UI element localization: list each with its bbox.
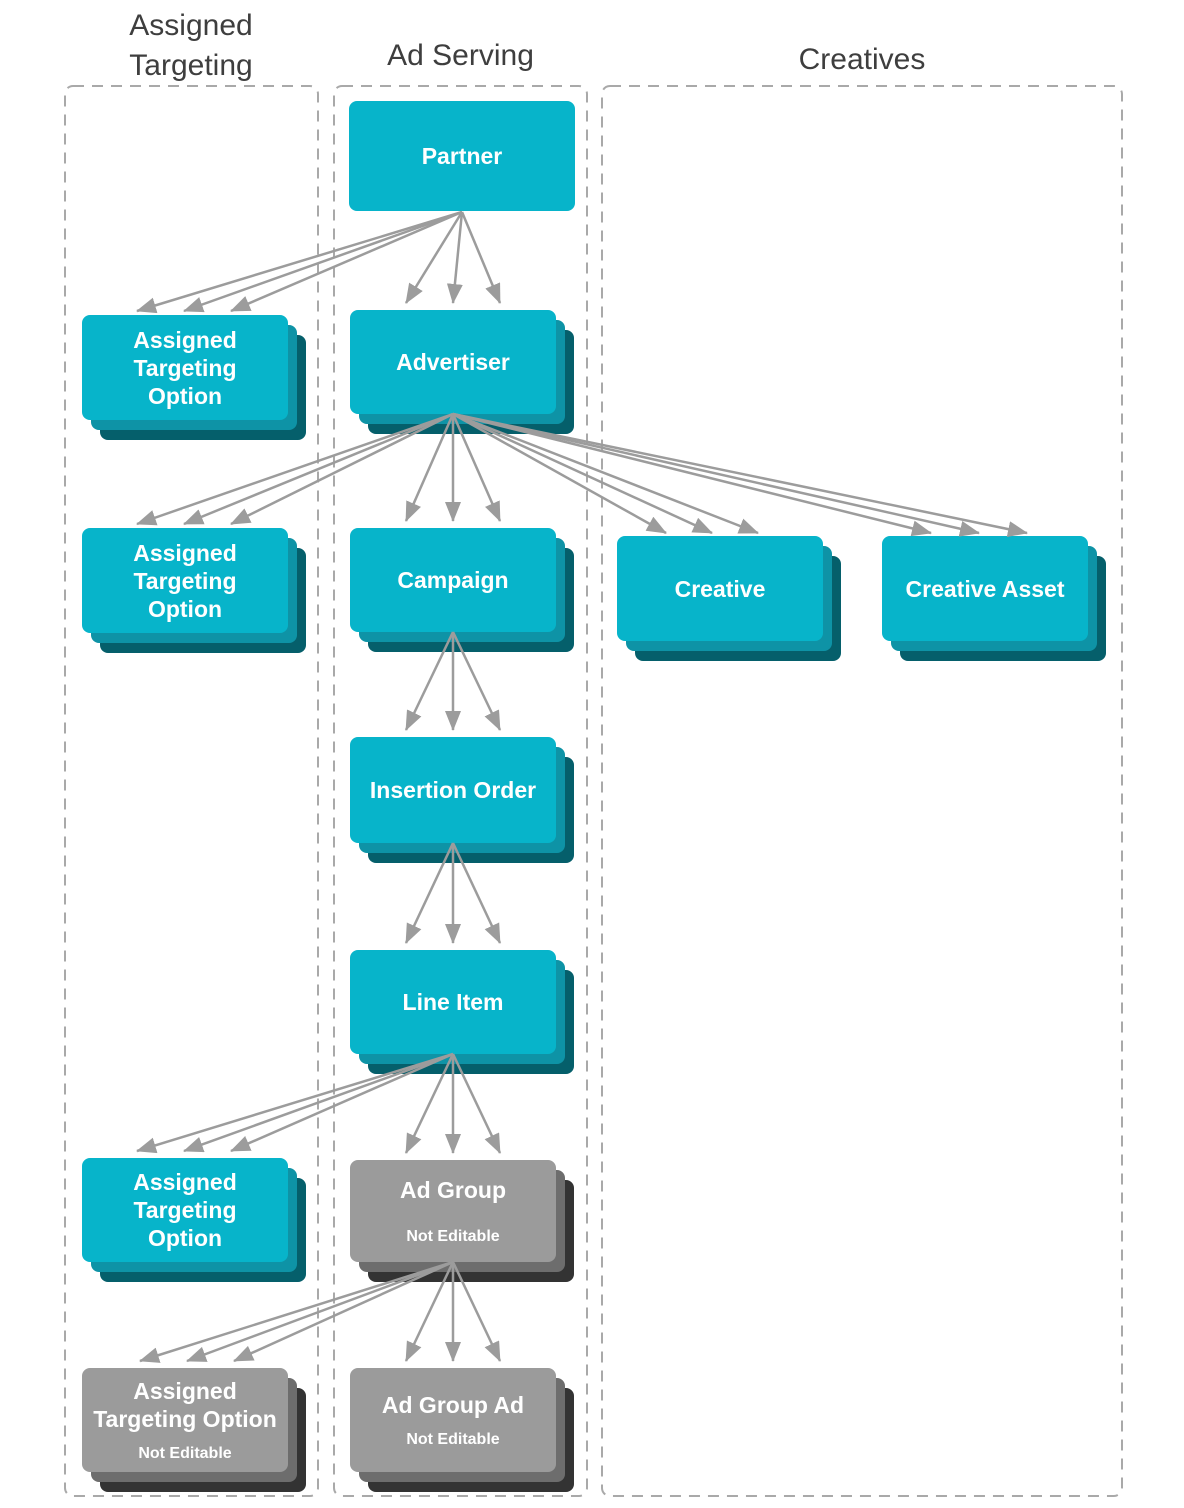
node-ad-group-ad: Ad Group Ad Not Editable [350, 1368, 574, 1492]
node-label: Insertion Order [369, 777, 537, 803]
column-heading-ad-serving: Ad Serving [387, 39, 534, 72]
node-creative-asset: Creative Asset [882, 536, 1106, 661]
node-ad-group: Ad Group Not Editable [350, 1160, 574, 1282]
node-face: Advertiser [350, 310, 556, 414]
node-label: Assigned Targeting Option [133, 1169, 237, 1251]
node-label: Advertiser [396, 349, 510, 375]
node-face: Insertion Order [350, 737, 556, 843]
node-creative: Creative [617, 536, 841, 661]
node-face: Creative Asset [882, 536, 1088, 641]
node-campaign: Campaign [350, 528, 574, 652]
node-label: Line Item [402, 989, 504, 1015]
node-partner: Partner [349, 101, 575, 211]
column-border-creatives [601, 85, 1123, 1497]
node-label: Creative Asset [905, 575, 1065, 602]
node-label: Assigned Targeting Option [133, 326, 237, 409]
node-assigned-targeting-option-1: Assigned Targeting Option [82, 315, 306, 440]
column-heading-creatives: Creatives [798, 43, 926, 76]
node-label: Ad Group Ad [381, 1392, 525, 1418]
relationship-arrow [136, 210, 463, 314]
node-face: Assigned Targeting Option [82, 315, 288, 420]
node-advertiser: Advertiser [350, 310, 574, 434]
node-label: Assigned Targeting Option [93, 1378, 277, 1432]
node-face: Ad Group Not Editable [350, 1160, 556, 1262]
relationship-arrow [183, 210, 463, 313]
node-assigned-targeting-option-not-editable: Assigned Targeting Option Not Editable [82, 1368, 306, 1492]
node-label: Partner [421, 143, 503, 169]
node-face: Creative [617, 536, 823, 641]
node-face: Partner [349, 101, 575, 211]
node-sublabel: Not Editable [406, 1431, 500, 1448]
node-face: Assigned Targeting Option [82, 528, 288, 633]
relationship-arrow [446, 211, 464, 304]
node-label: Campaign [397, 567, 509, 593]
column-border-assigned-targeting [64, 85, 319, 1497]
node-insertion-order: Insertion Order [350, 737, 574, 863]
node-face: Assigned Targeting Option [82, 1158, 288, 1262]
node-label: Creative [674, 575, 766, 602]
relationship-arrow [460, 211, 502, 304]
relationship-arrow [230, 210, 463, 313]
node-sublabel: Not Editable [138, 1445, 232, 1462]
node-assigned-targeting-option-3: Assigned Targeting Option [82, 1158, 306, 1282]
node-label: Ad Group [399, 1177, 507, 1203]
column-heading-assigned-targeting: Assigned Targeting [129, 9, 253, 82]
node-face: Assigned Targeting Option Not Editable [82, 1368, 288, 1472]
node-face: Line Item [350, 950, 556, 1054]
node-label: Assigned Targeting Option [133, 539, 237, 622]
node-face: Ad Group Ad Not Editable [350, 1368, 556, 1472]
node-line-item: Line Item [350, 950, 574, 1074]
node-assigned-targeting-option-2: Assigned Targeting Option [82, 528, 306, 653]
relationship-arrow [404, 211, 464, 304]
node-face: Campaign [350, 528, 556, 632]
node-sublabel: Not Editable [406, 1228, 500, 1245]
